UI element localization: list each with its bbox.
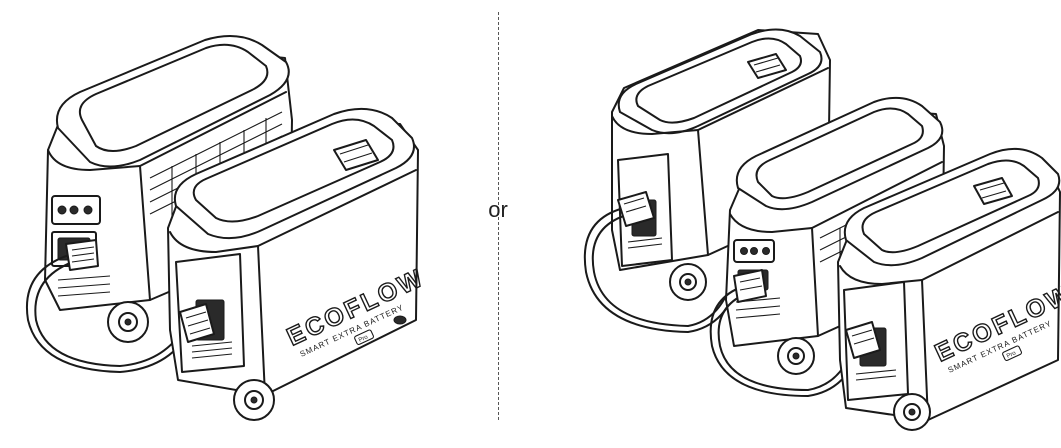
cable-plug-extra-battery	[179, 303, 215, 343]
cable-plug-extra-battery	[845, 321, 881, 359]
extra-battery-unit-right: ECOFLOW SMART EXTRA BATTERY Pro	[837, 147, 1061, 431]
right-connection-diagram: ECOFLOW SMART EXTRA BATTERY Pro	[508, 0, 1061, 443]
battery-foot	[393, 315, 407, 325]
power-station-wheel	[777, 337, 815, 375]
battery-handle	[747, 53, 787, 79]
power-station-wheel	[107, 301, 149, 343]
battery-badge: Pro	[1006, 350, 1018, 360]
separator-or-label: or	[488, 197, 508, 222]
left-connection-diagram: ECOFLOW SMART EXTRA BATTERY Pro	[0, 0, 490, 443]
connection-cable-right	[709, 285, 861, 397]
left-connection-illustration: ECOFLOW SMART EXTRA BATTERY Pro	[26, 35, 430, 421]
extra-battery-wheel	[669, 263, 707, 301]
extra-battery-wheel	[233, 379, 275, 421]
right-connection-illustration: ECOFLOW SMART EXTRA BATTERY Pro	[583, 28, 1061, 431]
battery-handle	[333, 139, 379, 171]
battery-handle	[973, 177, 1013, 205]
cable-plug-power-station	[65, 239, 99, 271]
cable-plug-power-station	[733, 269, 767, 303]
dashed-divider	[498, 12, 499, 420]
extra-battery-unit: ECOFLOW SMART EXTRA BATTERY Pro	[167, 107, 430, 421]
extra-battery-wheel	[893, 393, 931, 431]
connection-cable-left	[583, 207, 741, 333]
battery-badge: Pro	[358, 334, 370, 344]
connection-cable	[26, 253, 191, 373]
cable-plug-left-battery	[617, 191, 655, 227]
